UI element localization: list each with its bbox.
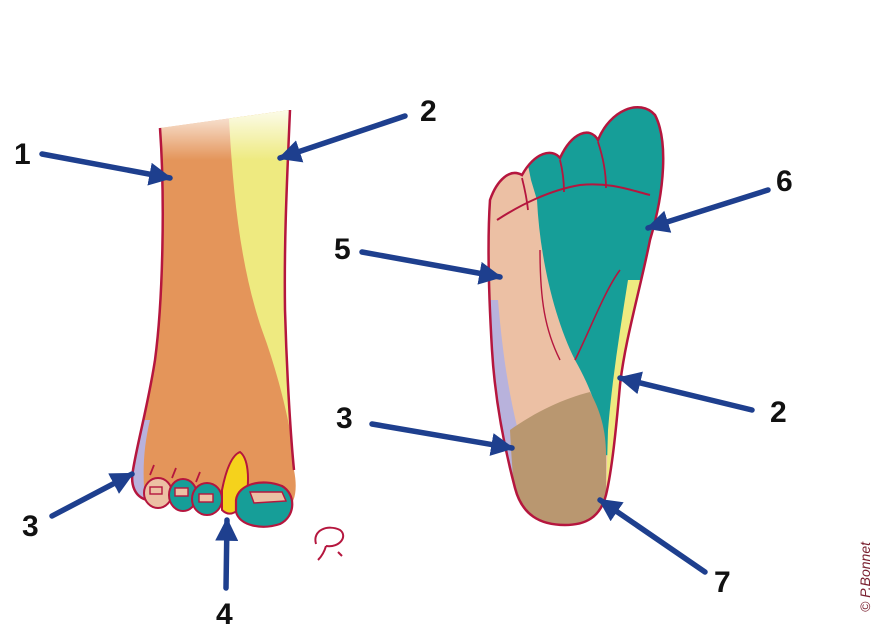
arrow-5 xyxy=(359,249,503,285)
arrows xyxy=(39,113,771,591)
dorsal-toes xyxy=(143,450,294,528)
arrow-2-plantar xyxy=(617,371,755,413)
label-2-plantar: 2 xyxy=(770,396,787,429)
arrow-1 xyxy=(39,151,173,186)
arrow-6 xyxy=(645,187,771,233)
dorsal-foot xyxy=(130,109,296,528)
label-4: 4 xyxy=(216,598,233,630)
label-3-plantar: 3 xyxy=(336,402,353,435)
label-2-dorsal: 2 xyxy=(420,95,437,128)
arrow-3-plantar xyxy=(369,421,515,456)
signature-scribble xyxy=(314,526,345,561)
label-5: 5 xyxy=(334,233,351,266)
arrow-2-dorsal xyxy=(277,113,408,163)
arrow-4 xyxy=(215,517,239,591)
arrow-3-dorsal xyxy=(49,471,135,519)
label-3-dorsal: 3 xyxy=(22,510,39,543)
arrow-7 xyxy=(597,497,708,575)
plantar-foot xyxy=(487,105,665,527)
labels: 1 2 3 4 5 6 2 3 7 xyxy=(14,95,793,630)
label-7: 7 xyxy=(714,566,731,599)
region-tan xyxy=(510,392,606,525)
copyright-credit: © P.Bonnet xyxy=(857,541,873,612)
label-1: 1 xyxy=(14,138,31,171)
label-6: 6 xyxy=(776,165,793,198)
plantar-foot-outline xyxy=(487,105,665,527)
region-yellow xyxy=(228,110,296,430)
